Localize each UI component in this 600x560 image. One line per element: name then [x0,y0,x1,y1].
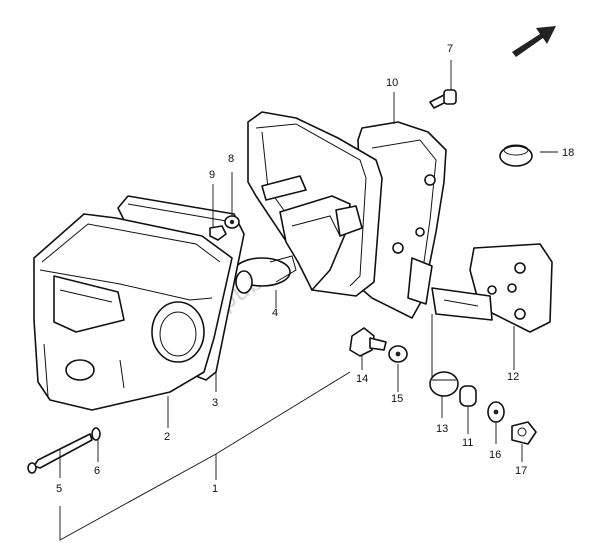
part-9-nut [209,225,227,241]
callout-15: 15 [391,393,403,405]
part-5-screw [27,433,93,474]
direction-arrow-icon [512,26,556,57]
callout-8: 8 [228,153,234,165]
part-11-spacer [459,385,477,407]
part-2-lens [33,213,233,411]
part-12-plate [431,243,553,333]
part-14-bolt [349,327,387,357]
part-17-nut [511,421,537,445]
part-7-screw [429,89,457,109]
callout-3: 3 [212,397,218,409]
part-15-washer [388,345,408,363]
part-6-washer [91,427,101,441]
part-4-socket [233,195,363,294]
part-18-grommet [499,144,533,167]
callout-12: 12 [507,371,519,383]
callout-16: 16 [489,449,501,461]
part-13-collar [429,371,459,397]
part-8-washer [224,215,240,229]
callout-10: 10 [386,77,398,89]
callout-labels: 1 2 3 4 5 6 7 8 9 10 11 12 13 14 15 16 1… [56,43,574,495]
callout-11: 11 [462,437,473,449]
part-16-washer [487,401,505,423]
callout-7: 7 [447,43,453,55]
callout-18: 18 [562,147,574,159]
callout-2: 2 [164,431,170,443]
callout-6: 6 [94,465,100,477]
callout-9: 9 [209,169,215,181]
callout-5: 5 [56,483,62,495]
callout-4: 4 [272,307,278,319]
callout-13: 13 [436,423,448,435]
callout-14: 14 [356,373,368,385]
callout-1: 1 [212,483,218,495]
leader-lines [59,60,558,541]
callout-17: 17 [515,465,527,477]
